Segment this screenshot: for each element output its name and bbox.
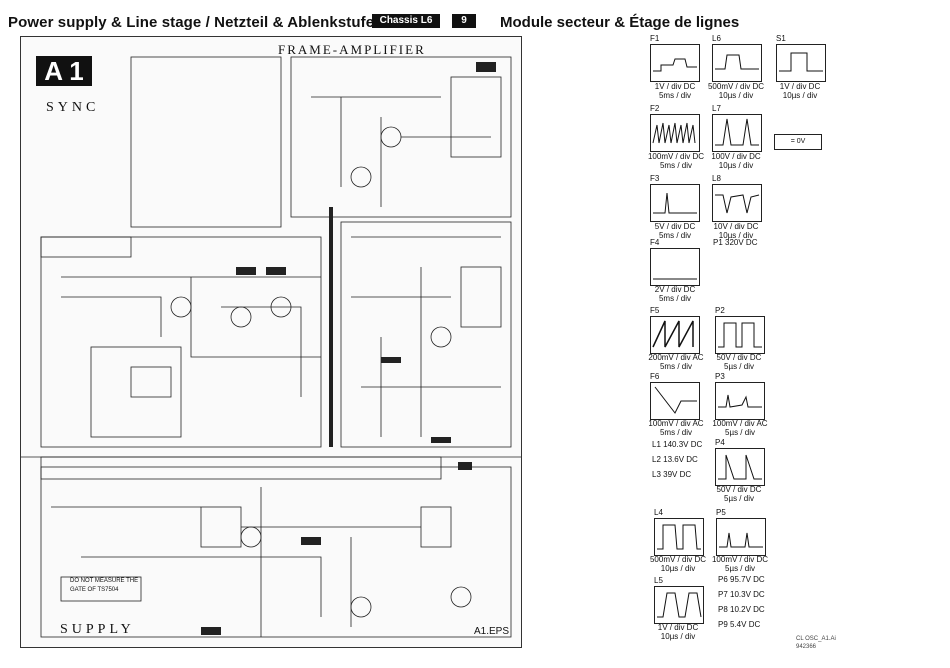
l1-reading: L1 140.3V DC [652, 440, 703, 449]
p7-reading: P7 10.3V DC [718, 590, 765, 599]
sync-label: SYNC [46, 100, 100, 115]
scope-p4 [715, 448, 765, 486]
scope-f3 [650, 184, 700, 222]
scope-l4-cap2: 10µs / div [660, 564, 696, 573]
scope-l7 [712, 114, 762, 152]
scope-id-p2: P2 [715, 306, 725, 315]
scope-f4-cap2: 5ms / div [658, 294, 691, 303]
scope-s1-cap2: 10µs / div [782, 91, 818, 100]
scope-p5-cap2: 5µs / div [725, 564, 755, 573]
p9-reading: P9 5.4V DC [718, 620, 761, 629]
scope-l6 [712, 44, 762, 82]
schematic-drawing [21, 56, 521, 638]
footer-code-2: 942366 [796, 644, 817, 650]
scope-l5-cap1: 1V / div DC [657, 623, 699, 632]
legend-box: = 0V [774, 134, 822, 150]
scope-l5-cap2: 10µs / div [660, 632, 696, 641]
scope-f1-cap1: 1V / div DC [654, 82, 696, 91]
scope-f1-cap2: 5ms / div [658, 91, 691, 100]
scope-p3 [715, 382, 765, 420]
scope-f4 [650, 248, 700, 286]
scope-l8-cap2: 10µs / div [718, 231, 754, 240]
scope-id-f2: F2 [650, 104, 660, 113]
scope-l6-cap2: 10µs / div [718, 91, 754, 100]
scope-f3-cap1: 5V / div DC [654, 222, 696, 231]
scope-f2 [650, 114, 700, 152]
header-left-title: Power supply & Line stage / Netzteil & A… [8, 14, 383, 31]
scope-s1-cap1: 1V / div DC [779, 82, 821, 91]
scope-l8 [712, 184, 762, 222]
scope-f5 [650, 316, 700, 354]
scope-p2-cap2: 5µs / div [724, 362, 754, 371]
supply-label: SUPPLY [60, 622, 135, 637]
scope-id-f1: F1 [650, 34, 660, 43]
scope-f2-cap1: 100mV / div DC [647, 152, 705, 161]
scope-id-l8: L8 [712, 174, 721, 183]
p1-reading: P1 320V DC [713, 238, 758, 247]
scope-l8-cap1: 10V / div DC [713, 222, 759, 231]
scope-f5-cap2: 5ms / div [659, 362, 692, 371]
scope-f2-cap2: 5ms / div [659, 161, 692, 170]
scope-s1 [776, 44, 826, 82]
scope-f6-cap1: 100mV / div AC [648, 419, 704, 428]
scope-id-f6: F6 [650, 372, 660, 381]
schematic-note-2: GATE OF TS7504 [70, 587, 119, 593]
scope-id-l5: L5 [654, 576, 663, 585]
scope-f3-cap2: 5ms / div [658, 231, 691, 240]
scope-l4 [654, 518, 704, 556]
scope-f5-cap1: 200mV / div AC [648, 353, 704, 362]
scope-p2 [715, 316, 765, 354]
scope-p5 [716, 518, 766, 556]
scope-p3-cap2: 5µs / div [725, 428, 755, 437]
scope-f6 [650, 382, 700, 420]
chassis-badge: Chassis L6 [372, 14, 440, 28]
footer-code-1: CL OSC_A1.Ai [796, 636, 836, 642]
scope-id-s1: S1 [776, 34, 786, 43]
scope-p4-cap1: 50V / div DC [716, 485, 762, 494]
scope-l5 [654, 586, 704, 624]
l2-reading: L2 13.6V DC [652, 455, 698, 464]
schematic-area [20, 36, 522, 648]
p6-reading: P6 95.7V DC [718, 575, 765, 584]
scope-id-f5: F5 [650, 306, 660, 315]
scope-p5-cap1: 100mV / div DC [711, 555, 769, 564]
l3-reading: L3 39V DC [652, 470, 692, 479]
scope-f1 [650, 44, 700, 82]
scope-id-p5: P5 [716, 508, 726, 517]
scope-id-l6: L6 [712, 34, 721, 43]
scope-p3-cap1: 100mV / div AC [712, 419, 768, 428]
scope-id-f3: F3 [650, 174, 660, 183]
scope-l7-cap2: 10µs / div [718, 161, 754, 170]
scope-id-l4: L4 [654, 508, 663, 517]
scope-l7-cap1: 100V / div DC [711, 152, 761, 161]
scope-l6-cap1: 500mV / div DC [707, 82, 765, 91]
scope-f6-cap2: 5ms / div [659, 428, 692, 437]
schematic-note-1: DO NOT MEASURE THE [70, 578, 139, 584]
scope-l4-cap1: 500mV / div DC [649, 555, 707, 564]
scope-id-p3: P3 [715, 372, 725, 381]
scope-f4-cap1: 2V / div DC [654, 285, 696, 294]
p8-reading: P8 10.2V DC [718, 605, 765, 614]
scope-id-l7: L7 [712, 104, 721, 113]
module-label: A 1 [36, 56, 92, 86]
header-right-title: Module secteur & Étage de lignes [500, 14, 740, 31]
scope-p4-cap2: 5µs / div [724, 494, 754, 503]
file-label: A1.EPS [474, 626, 510, 637]
scope-id-p4: P4 [715, 438, 725, 447]
scope-p2-cap1: 50V / div DC [716, 353, 762, 362]
scope-id-f4: F4 [650, 238, 660, 247]
page-badge: 9 [452, 14, 476, 28]
frame-amplifier-label: FRAME-AMPLIFIER [278, 42, 426, 57]
